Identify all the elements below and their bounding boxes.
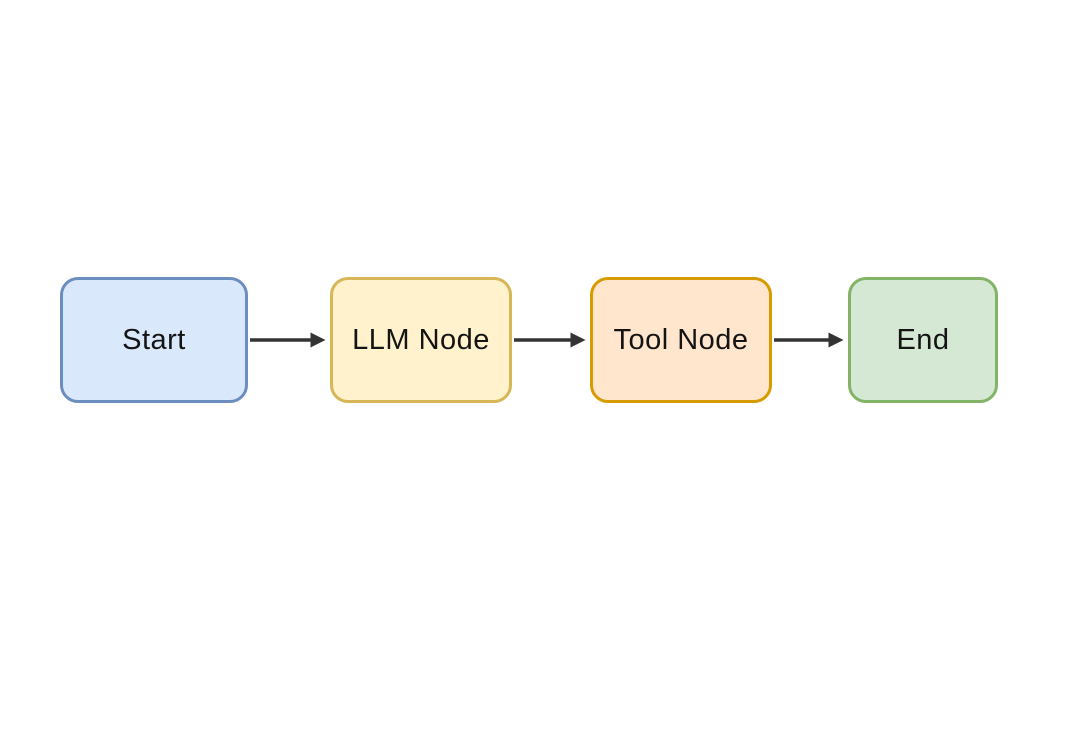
node-llm-label: LLM Node <box>352 323 490 356</box>
node-start-label: Start <box>122 323 186 356</box>
node-end-label: End <box>896 323 950 356</box>
node-tool[interactable]: Tool Node <box>590 277 772 403</box>
node-start[interactable]: Start <box>60 277 248 403</box>
node-end[interactable]: End <box>848 277 998 403</box>
node-llm[interactable]: LLM Node <box>330 277 512 403</box>
node-tool-label: Tool Node <box>613 323 749 356</box>
